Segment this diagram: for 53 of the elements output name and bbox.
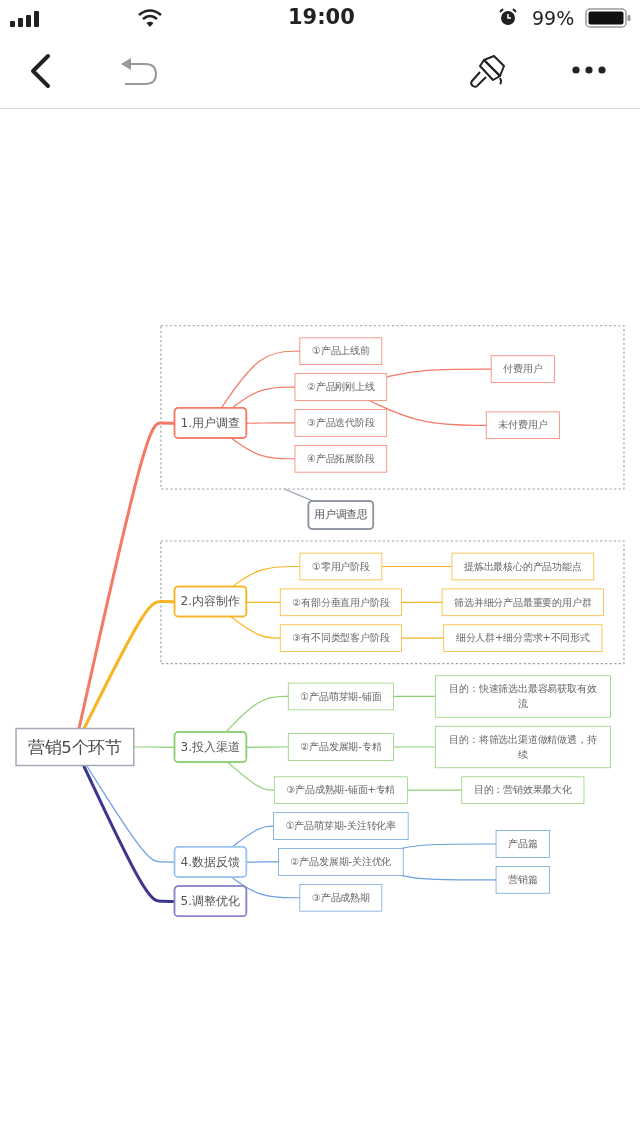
node-box: ①产品上线前 [299,337,383,365]
connector [227,761,275,791]
node-box: ③产品成熟期 [299,884,383,912]
connector [392,695,436,698]
node-box: ①零用户阶段 [299,552,383,581]
connector [246,601,281,604]
connector [392,746,436,748]
connector [231,565,301,588]
node-box: ②产品发展期-专精 [287,733,394,761]
node-box: 目的：营销效果最大化 [461,776,585,804]
node-box: ①产品萌芽期-铺面 [287,682,394,711]
connector [246,422,296,424]
node-box: ③有不同类型客户阶段 [279,624,402,652]
connector [82,764,175,904]
node-box: 营销5个环节 [15,727,135,767]
connector [220,350,301,409]
connector [230,616,281,639]
node-box: 营销篇 [495,866,550,894]
connector [400,637,445,639]
connector [231,876,301,899]
connector [82,600,175,730]
node-box: ③产品迭代阶段 [294,409,388,437]
connector [225,695,289,733]
connector [400,601,443,603]
node-box: 产品篇 [495,830,550,858]
connector [231,386,296,409]
node-box: ②产品刚刚上线 [294,373,388,401]
connector [231,437,296,460]
connector [246,861,280,863]
connector [246,746,289,748]
connector [406,789,463,791]
battery-percentage: 99% [532,7,575,29]
node-box: ③产品成熟期-铺面+专精 [273,776,408,804]
connector [231,825,275,848]
node-box: 未付费用户 [485,411,560,440]
connector [381,565,453,568]
cluster [160,325,625,490]
node-box: ②有部分垂直用户阶段 [279,588,402,617]
connector [77,421,175,729]
node-box: ①产品萌芽期-关注转化率 [273,812,409,840]
node-box: 付费用户 [490,355,555,383]
connector [386,368,492,378]
node-box: 提炼出最核心的产品功能点 [451,552,595,581]
node-box: 目的：将筛选出渠道做精做透，持续 [434,725,611,769]
node-box: ④产品拓展阶段 [294,445,388,473]
node-box: ②产品发展期-关注优化 [278,848,404,876]
node-box: 细分人群+细分需求+不同形式 [443,624,603,652]
time-label: 19:00 [288,5,355,29]
connector [368,399,487,426]
node-box: 目的：快速筛选出最容易获取有效流 [434,675,611,718]
node-box: 筛选并细分产品最重要的用户群 [441,588,604,617]
cluster [160,540,625,665]
connector [400,843,497,850]
